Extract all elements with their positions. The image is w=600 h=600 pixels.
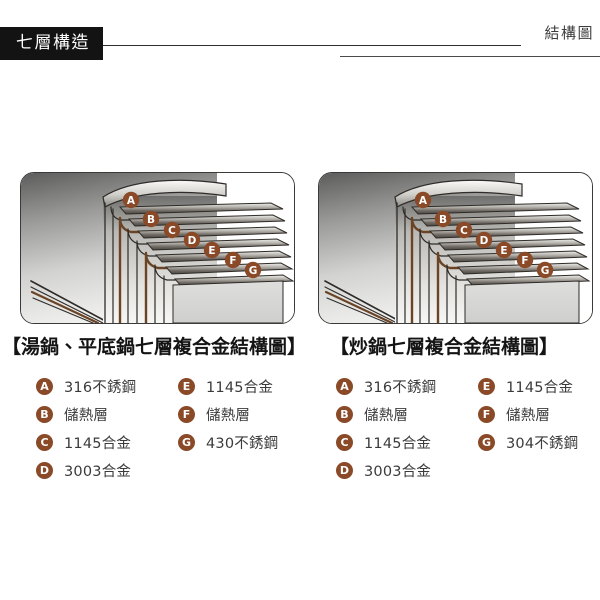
svg-text:F: F [229, 255, 236, 267]
marker-d: D [475, 231, 493, 249]
caption-wok: 【炒鍋七層複合金結構圖】 [330, 336, 559, 358]
svg-text:A: A [127, 195, 136, 207]
legend-column-2: E 1145合金 F 儲熱層 G 304不銹鋼 [478, 372, 578, 456]
legend-label: 儲熱層 [206, 407, 251, 424]
legend-item: E 1145合金 [478, 372, 578, 400]
legend-column-2: E 1145合金 F 儲熱層 G 430不銹鋼 [178, 372, 278, 456]
legend-badge-icon: E [178, 377, 195, 395]
legend-badge-icon: D [336, 461, 353, 479]
seven-layer-illustration-left: A B C D E F G [21, 173, 294, 323]
seven-layer-illustration-right: A B C D E F G [319, 173, 592, 323]
legend-badge-icon: G [478, 433, 495, 451]
legend-item: F 儲熱層 [178, 400, 278, 428]
legend-item: D 3003合金 [36, 456, 136, 484]
marker-group-right: A B C D E F G [414, 191, 554, 279]
legend-badge-icon: F [478, 405, 495, 423]
legend-label: 430不銹鋼 [206, 435, 279, 452]
legend-badge-icon: A [336, 377, 353, 395]
marker-e: E [495, 241, 513, 259]
page-header: 七層構造 結構圖 [0, 0, 600, 80]
svg-text:B: B [439, 214, 447, 226]
legend-label: 3003合金 [364, 463, 432, 480]
svg-text:A: A [419, 195, 428, 207]
svg-text:B: B [147, 214, 155, 226]
legend-label: 316不銹鋼 [64, 379, 137, 396]
legend-label: 304不銹鋼 [506, 435, 579, 452]
marker-b: B [142, 210, 160, 228]
caption-pot-pan: 【湯鍋、平底鍋七層複合金結構圖】 [2, 336, 307, 358]
marker-b: B [434, 210, 452, 228]
legend-badge-icon: D [36, 461, 53, 479]
legend-label: 儲熱層 [506, 407, 551, 424]
svg-text:D: D [480, 235, 489, 247]
legend-badge-icon: B [36, 405, 53, 423]
legend-item: F 儲熱層 [478, 400, 578, 428]
legend-label: 1145合金 [506, 379, 574, 396]
legend-wok: A 316不銹鋼 B 儲熱層 C 1145合金 D 3003合金 E 1145合… [300, 372, 600, 487]
page-title: 七層構造 [16, 33, 90, 53]
legend-badge-icon: C [336, 433, 353, 451]
legend-item: B 儲熱層 [336, 400, 436, 428]
legend-item: A 316不銹鋼 [336, 372, 436, 400]
svg-text:C: C [460, 225, 468, 237]
marker-f: F [516, 251, 534, 269]
page-title-box: 七層構造 [0, 27, 103, 60]
marker-e: E [203, 241, 221, 259]
marker-a: A [122, 191, 140, 209]
legend-label: 3003合金 [64, 463, 132, 480]
marker-d: D [183, 231, 201, 249]
legend-column-1: A 316不銹鋼 B 儲熱層 C 1145合金 D 3003合金 [36, 372, 136, 484]
legend-badge-icon: A [36, 377, 53, 395]
legend-badge-icon: C [36, 433, 53, 451]
svg-text:G: G [249, 265, 258, 277]
legend-badge-icon: E [478, 377, 495, 395]
marker-c: C [455, 221, 473, 239]
header-rule-top [103, 45, 521, 46]
header-rule-bottom [340, 56, 600, 57]
svg-text:C: C [168, 225, 176, 237]
diagram-panel-pot-pan: A B C D E F G [20, 172, 295, 324]
marker-g: G [536, 261, 554, 279]
legend-label: 儲熱層 [64, 407, 109, 424]
legend-label: 儲熱層 [364, 407, 409, 424]
marker-f: F [224, 251, 242, 269]
marker-g: G [244, 261, 262, 279]
legend-item: D 3003合金 [336, 456, 436, 484]
marker-c: C [163, 221, 181, 239]
diagram-panel-wok: A B C D E F G [318, 172, 593, 324]
panel-captions: 【湯鍋、平底鍋七層複合金結構圖】 【炒鍋七層複合金結構圖】 [0, 334, 600, 364]
legend-badge-icon: F [178, 405, 195, 423]
legend-item: G 304不銹鋼 [478, 428, 578, 456]
legend-item: E 1145合金 [178, 372, 278, 400]
legend-label: 316不銹鋼 [364, 379, 437, 396]
legend-item: G 430不銹鋼 [178, 428, 278, 456]
svg-text:E: E [208, 245, 215, 257]
svg-text:G: G [541, 265, 550, 277]
legend-item: B 儲熱層 [36, 400, 136, 428]
legend-column-1: A 316不銹鋼 B 儲熱層 C 1145合金 D 3003合金 [336, 372, 436, 484]
legend-item: C 1145合金 [36, 428, 136, 456]
legend-label: 1145合金 [364, 435, 432, 452]
marker-group-left: A B C D E F G [122, 191, 262, 279]
legend-item: A 316不銹鋼 [36, 372, 136, 400]
legend-badge-icon: B [336, 405, 353, 423]
legend-pot-pan: A 316不銹鋼 B 儲熱層 C 1145合金 D 3003合金 E 1145合… [0, 372, 300, 487]
svg-text:F: F [521, 255, 528, 267]
legend-label: 1145合金 [206, 379, 274, 396]
header-right-label: 結構圖 [544, 24, 594, 42]
legend-item: C 1145合金 [336, 428, 436, 456]
legend-badge-icon: G [178, 433, 195, 451]
svg-text:E: E [500, 245, 507, 257]
legend-label: 1145合金 [64, 435, 132, 452]
svg-text:D: D [188, 235, 197, 247]
diagram-panels: A B C D E F G [0, 172, 600, 324]
marker-a: A [414, 191, 432, 209]
